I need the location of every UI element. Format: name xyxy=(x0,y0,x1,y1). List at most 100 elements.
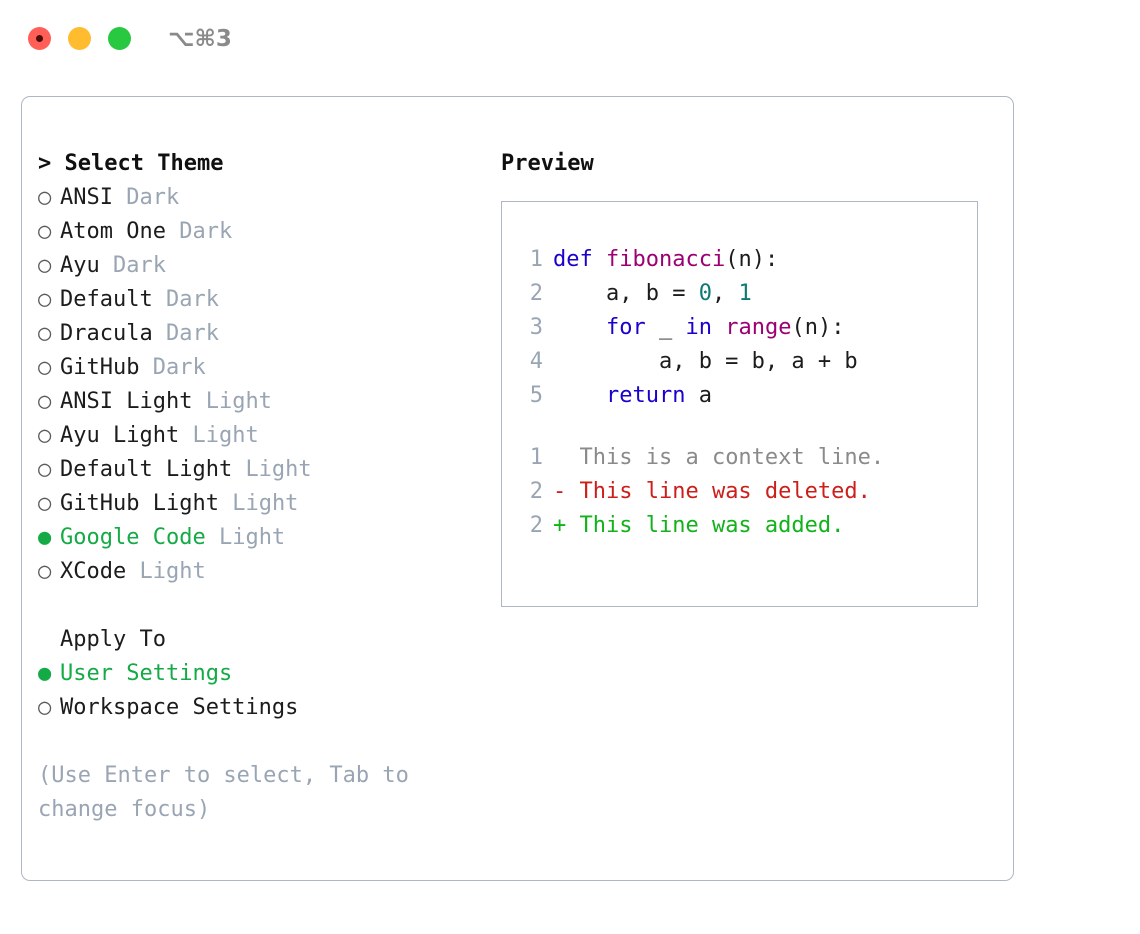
theme-option-default[interactable]: ○Default Dark xyxy=(38,283,478,317)
code-line: 2 a, b = 0, 1 xyxy=(517,277,963,311)
theme-option-dracula[interactable]: ○ Dracula Dark xyxy=(38,317,478,351)
code-token: 0 xyxy=(698,281,712,306)
label-spacer xyxy=(100,253,113,278)
label-spacer xyxy=(153,287,166,312)
theme-option-ansi-light[interactable]: ○ ANSI Light Light xyxy=(38,385,478,419)
theme-option-tag: Dark xyxy=(165,287,219,312)
select-theme-heading-label: Select Theme xyxy=(64,151,224,176)
diff-text: This line was deleted. xyxy=(566,479,871,504)
diff-marker xyxy=(553,445,566,470)
diff-line: 2+ This line was added. xyxy=(517,509,963,543)
code-diff-separator xyxy=(517,413,963,441)
theme-option-tag: Light xyxy=(232,491,299,516)
code-token xyxy=(553,383,606,408)
apply-to-option-label: User Settings xyxy=(60,661,233,686)
code-token: in xyxy=(685,315,712,340)
code-token: fibonacci xyxy=(606,247,726,272)
code-token: range xyxy=(725,315,792,340)
code-token: a xyxy=(685,383,712,408)
theme-option-label: ANSI Light xyxy=(60,389,193,414)
select-theme-heading: > Select Theme xyxy=(38,147,478,181)
theme-option-tag: Light xyxy=(218,525,286,550)
theme-option-google-code[interactable]: ● Google Code Light xyxy=(38,521,478,555)
close-button[interactable] xyxy=(28,27,51,50)
code-token xyxy=(593,247,606,272)
theme-option-tag: Light xyxy=(205,389,272,414)
line-number: 2 xyxy=(529,281,543,306)
theme-option-github-light[interactable]: ○GitHub Light Light xyxy=(38,487,478,521)
line-number: 1 xyxy=(529,247,543,272)
keyboard-hint-text: (Use Enter to select, Tab to change focu… xyxy=(38,763,423,822)
radio-selected-icon: ● xyxy=(38,525,52,550)
theme-option-xcode[interactable]: ○ XCode Light xyxy=(38,555,478,589)
line-number: 2 xyxy=(529,479,543,504)
recording-indicator-icon xyxy=(36,35,43,42)
theme-option-label: Default Light xyxy=(60,457,233,482)
apply-to-option-workspace-settings[interactable]: ○Workspace Settings xyxy=(38,691,478,725)
minimize-button[interactable] xyxy=(68,27,91,50)
radio-unselected-icon: ○ xyxy=(38,185,52,210)
code-line: 5 return a xyxy=(517,379,963,413)
radio-unselected-icon: ○ xyxy=(38,559,52,584)
label-spacer xyxy=(113,185,126,210)
theme-option-github[interactable]: ○GitHub Dark xyxy=(38,351,478,385)
label-spacer xyxy=(166,219,179,244)
line-number: 1 xyxy=(529,445,543,470)
code-token: for xyxy=(605,315,646,340)
maximize-button[interactable] xyxy=(108,27,131,50)
diff-marker: + xyxy=(553,513,567,538)
label-spacer xyxy=(153,321,166,346)
diff-line: 2- This line was deleted. xyxy=(517,475,963,509)
theme-option-label: Dracula xyxy=(60,321,153,346)
theme-option-label: XCode xyxy=(60,559,127,584)
prompt-caret-icon: > xyxy=(38,151,65,176)
code-token: return xyxy=(605,383,686,408)
diff-text: This line was added. xyxy=(566,513,845,538)
theme-option-atom-one[interactable]: ○Atom One Dark xyxy=(38,215,478,249)
label-spacer xyxy=(139,355,152,380)
apply-to-option-user-settings[interactable]: ● User Settings xyxy=(38,657,478,691)
code-token: a, b = xyxy=(553,281,699,306)
radio-unselected-icon: ○ xyxy=(38,491,52,516)
apply-to-option-label: Workspace Settings xyxy=(60,695,299,720)
theme-option-tag: Light xyxy=(139,559,206,584)
theme-option-label: ANSI xyxy=(60,185,113,210)
theme-option-default-light[interactable]: ○Default Light Light xyxy=(38,453,478,487)
theme-option-label: Google Code xyxy=(60,525,206,550)
radio-selected-icon: ● xyxy=(38,661,52,686)
code-token: a, b = b, a + b xyxy=(553,349,858,374)
code-token: (n): xyxy=(725,247,779,272)
radio-unselected-icon: ○ xyxy=(38,389,52,414)
label-spacer xyxy=(219,491,232,516)
theme-option-ayu[interactable]: ○Ayu Dark xyxy=(38,249,478,283)
theme-picker-panel: > Select Theme ○ANSI Dark○Atom One Dark○… xyxy=(21,96,1014,881)
radio-unselected-icon: ○ xyxy=(38,287,52,312)
radio-unselected-icon: ○ xyxy=(38,355,52,380)
code-token: def xyxy=(553,247,593,272)
keyboard-shortcut-label: ⌥⌘3 xyxy=(168,26,232,52)
theme-selector-column: > Select Theme ○ANSI Dark○Atom One Dark○… xyxy=(38,147,478,827)
code-line: 3 for _ in range(n): xyxy=(517,311,963,345)
radio-unselected-icon: ○ xyxy=(38,321,52,346)
theme-option-tag: Dark xyxy=(179,219,233,244)
theme-list: ○ANSI Dark○Atom One Dark○Ayu Dark○Defaul… xyxy=(38,181,478,589)
theme-option-tag: Dark xyxy=(113,253,166,278)
radio-unselected-icon: ○ xyxy=(38,423,52,448)
preview-heading: Preview xyxy=(501,151,594,176)
radio-unselected-icon: ○ xyxy=(38,219,52,244)
code-token: (n): xyxy=(791,315,845,340)
theme-option-label: Ayu xyxy=(60,253,100,278)
apply-to-list: ● User Settings ○Workspace Settings xyxy=(38,657,478,725)
section-spacer xyxy=(38,589,478,623)
theme-option-tag: Dark xyxy=(165,321,219,346)
window-titlebar: ⌥⌘3 xyxy=(0,0,1140,78)
theme-option-ansi[interactable]: ○ANSI Dark xyxy=(38,181,478,215)
code-token: 1 xyxy=(738,281,752,306)
label-spacer xyxy=(232,457,245,482)
diff-text: This is a context line. xyxy=(566,445,885,470)
theme-option-ayu-light[interactable]: ○Ayu Light Light xyxy=(38,419,478,453)
